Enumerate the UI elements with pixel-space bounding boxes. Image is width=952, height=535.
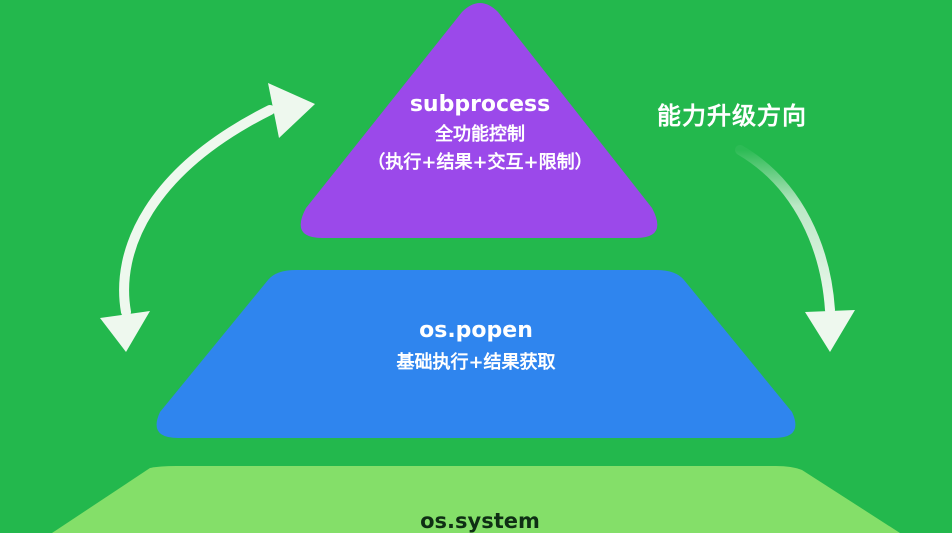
pyramid-tier-bottom — [52, 466, 900, 533]
curved-down-arrow-icon — [735, 145, 855, 352]
tier-middle-name: os.popen — [419, 318, 533, 343]
pyramid-tier-middle — [156, 270, 796, 438]
tier-top-name: subprocess — [409, 92, 551, 117]
double-headed-curved-arrow-icon — [100, 83, 315, 352]
direction-label: 能力升级方向 — [657, 102, 807, 130]
tier-top-desc-line2: （执行+结果+交互+限制） — [367, 152, 593, 173]
tier-middle-desc: 基础执行+结果获取 — [396, 352, 556, 373]
tier-bottom-name: os.system — [420, 509, 540, 533]
tier-top-label: subprocess 全功能控制 （执行+结果+交互+限制） — [330, 89, 630, 177]
tier-top-desc-line1: 全功能控制 — [435, 124, 525, 145]
tier-bottom-label: os.system — [330, 507, 630, 535]
tier-middle-label: os.popen 基础执行+结果获取 — [326, 314, 626, 378]
pyramid-tier-top — [300, 3, 658, 238]
